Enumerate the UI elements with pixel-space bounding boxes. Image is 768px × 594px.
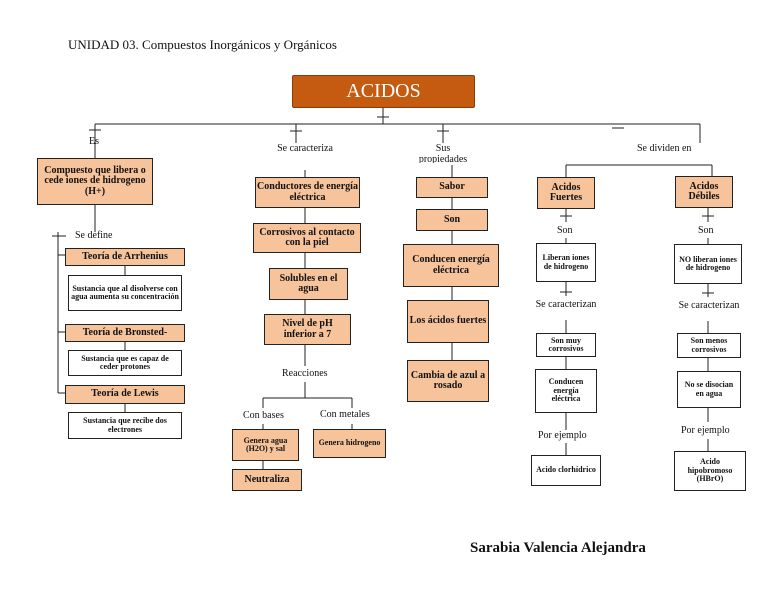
fuertes-ejemplo-label: Por ejemplo bbox=[538, 430, 587, 441]
propiedad-acidos-fuertes: Los ácidos fuertes bbox=[407, 300, 489, 343]
title-box: ACIDOS bbox=[292, 75, 475, 108]
unit-header: UNIDAD 03. Compuestos Inorgánicos y Orgá… bbox=[68, 37, 337, 52]
caracteriza-conductores: Conductores de energía eléctrica bbox=[255, 177, 360, 208]
sus-propiedades-label: Sus propiedades bbox=[418, 143, 468, 163]
propiedad-son: Son bbox=[416, 209, 488, 231]
fuertes-son-label: Son bbox=[557, 225, 573, 236]
debiles-carac-disocian: No se disocian en agua bbox=[677, 371, 741, 408]
propiedad-sabor: Sabor bbox=[416, 177, 488, 198]
theory-arrhenius: Teoría de Arrhenius bbox=[65, 248, 185, 266]
propiedad-conducen: Conducen energía eléctrica bbox=[403, 244, 499, 287]
definition-box: Compuesto que libera o cede iones de hid… bbox=[37, 158, 153, 205]
author-name: Sarabia Valencia Alejandra bbox=[470, 540, 646, 556]
debiles-ejemplo-label: Por ejemplo bbox=[681, 425, 730, 436]
se-dividen-label: Se dividen en bbox=[637, 143, 692, 154]
es-label: Es bbox=[89, 136, 99, 147]
fuertes-ejemplo-box: Acido clorhídrico bbox=[531, 455, 601, 486]
debiles-ejemplo-box: Acido hipobromoso (HBrO) bbox=[674, 451, 746, 491]
fuertes-carac-corrosivos: Son muy corrosivos bbox=[536, 333, 596, 357]
acidos-debiles-box: Acidos Débiles bbox=[675, 176, 733, 208]
fuertes-son-box: Liberan iones de hidrogeno bbox=[536, 243, 596, 282]
bases-result-box: Genera agua (H2O) y sal bbox=[232, 429, 299, 461]
fuertes-carac-conducen: Conducen energía eléctrica bbox=[535, 369, 597, 413]
metales-result-box: Genera hidrogeno bbox=[313, 429, 386, 458]
theory-bronsted-desc: Sustancia que es capaz de ceder protones bbox=[68, 350, 182, 376]
theory-lewis: Teoría de Lewis bbox=[65, 385, 185, 404]
propiedad-cambia-color: Cambia de azul a rosado bbox=[407, 360, 489, 402]
debiles-son-box: NO liberan iones de hidrogeno bbox=[674, 244, 742, 284]
theory-arrhenius-desc: Sustancia que al disolverse con agua aum… bbox=[68, 275, 182, 311]
caracteriza-solubles: Solubles en el agua bbox=[269, 268, 348, 300]
debiles-caracterizan-label: Se caracterizan bbox=[678, 300, 740, 311]
se-define-label: Se define bbox=[75, 230, 113, 241]
theory-bronsted: Teoría de Bronsted- bbox=[65, 324, 185, 342]
neutraliza-box: Neutraliza bbox=[232, 469, 302, 491]
con-bases-label: Con bases bbox=[243, 410, 284, 421]
debiles-son-label: Son bbox=[698, 225, 714, 236]
caracteriza-corrosivos: Corrosivos al contacto con la piel bbox=[253, 223, 361, 253]
fuertes-caracterizan-label: Se caracterizan bbox=[535, 299, 597, 310]
caracteriza-ph: Nivel de pH inferior a 7 bbox=[264, 314, 351, 345]
acidos-fuertes-box: Acidos Fuertes bbox=[537, 177, 595, 209]
debiles-carac-corrosivos: Son menos corrosivos bbox=[677, 333, 741, 358]
con-metales-label: Con metales bbox=[320, 409, 370, 420]
theory-lewis-desc: Sustancia que recibe dos electrones bbox=[68, 412, 182, 439]
se-caracteriza-label: Se caracteriza bbox=[277, 143, 333, 154]
reacciones-label: Reacciones bbox=[282, 368, 328, 379]
